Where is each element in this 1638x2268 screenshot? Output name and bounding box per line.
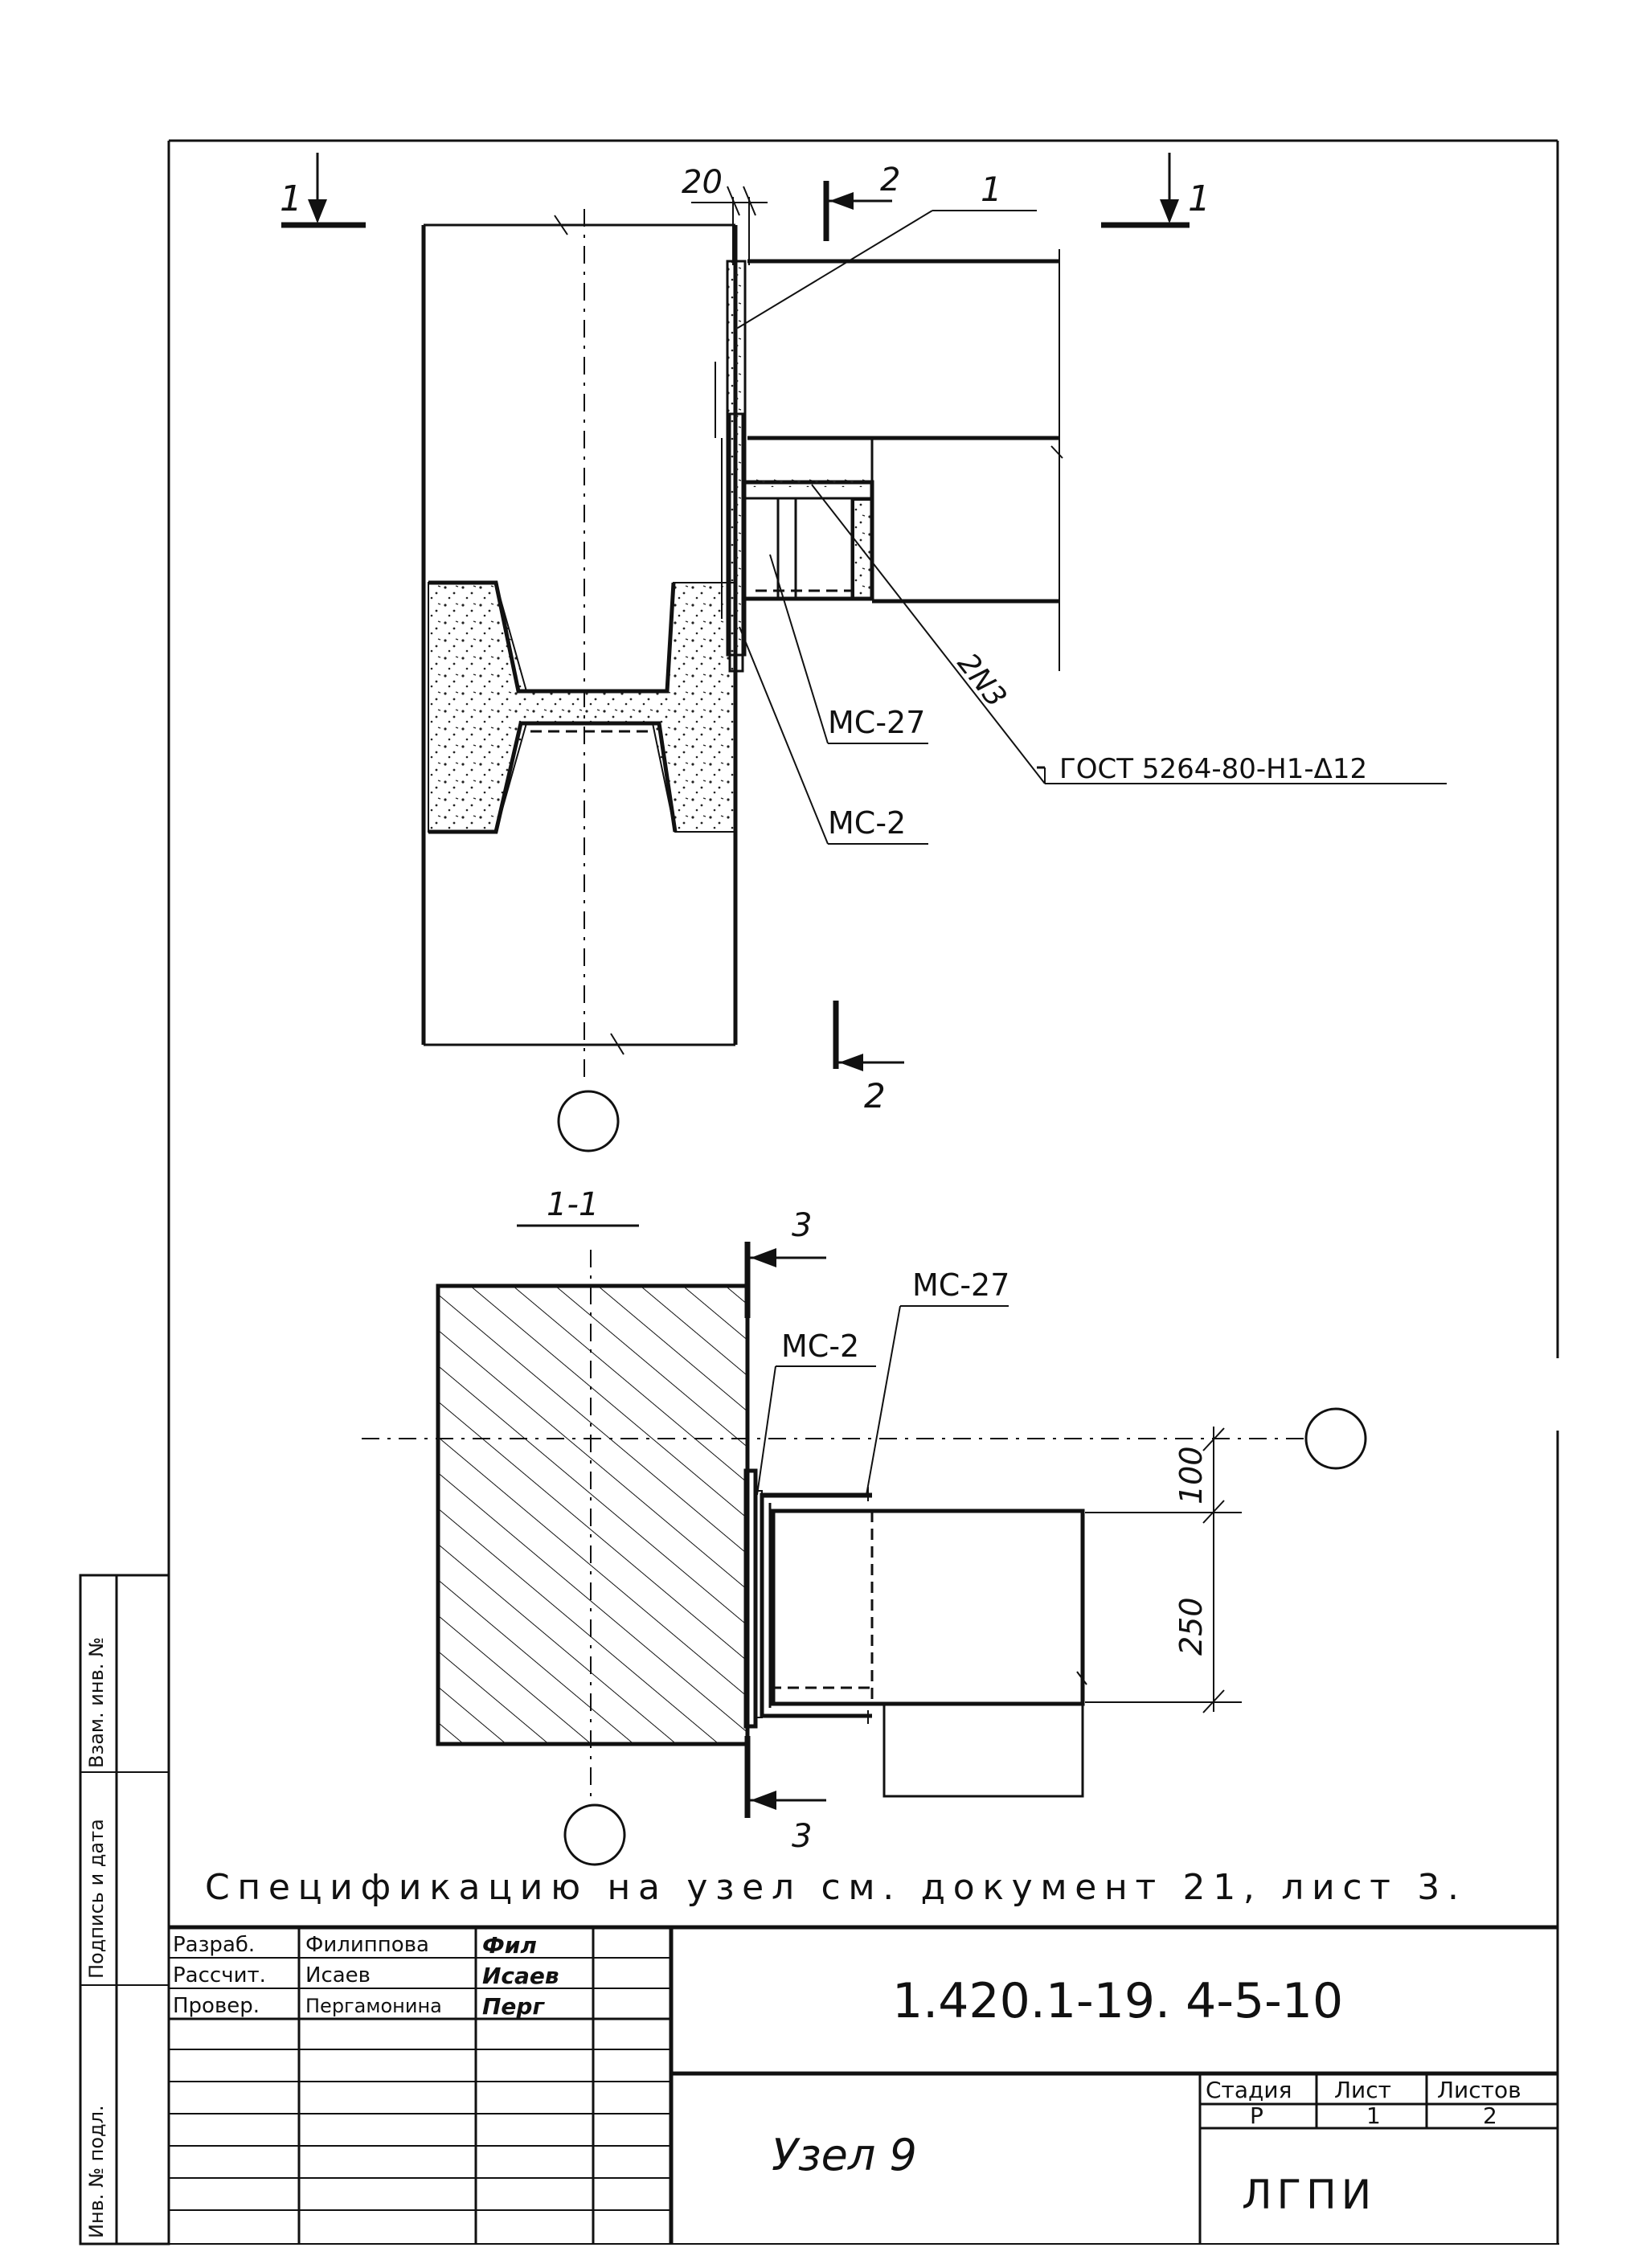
- drawing-name: Узел 9: [772, 2130, 917, 2180]
- header-sheets: Листов: [1437, 2077, 1521, 2103]
- callout-ms2-section: МС-2: [781, 1328, 859, 1364]
- name-calculator: Исаев: [305, 1963, 371, 1988]
- section-channel: [760, 1487, 872, 1724]
- section-mark-1-left-number: 1: [280, 178, 302, 219]
- side-stamp: Взам. инв. № Подпись и дата Инв. № подл.: [79, 1574, 170, 2245]
- title-block: Разраб. Филиппова Фил Рассчит. Исаев Иса…: [169, 1925, 1558, 2244]
- role-developer: Разраб.: [173, 1933, 255, 1957]
- support-bracket: [741, 479, 874, 601]
- value-sheet: 1: [1366, 2102, 1381, 2129]
- cut-mark-2-bottom: 2: [833, 1001, 904, 1116]
- name-developer: Филиппова: [305, 1933, 429, 1957]
- signature-developer: Фил: [482, 1932, 537, 1959]
- organization-name: ЛГПИ: [1242, 2172, 1376, 2218]
- embedded-plate-strip: [715, 260, 747, 673]
- side-stamp-field-replaced-inv: Взам. инв. №: [85, 1637, 108, 1768]
- specification-note: Спецификацию на узел см. документ 21, ли…: [205, 1867, 1459, 1908]
- cut-mark-2-top-number: 2: [880, 162, 900, 199]
- section-beam: [771, 1509, 1087, 1798]
- signature-calculator: Исаев: [482, 1963, 559, 1989]
- dimension-20: 20: [682, 164, 768, 265]
- section-mark-1-left: 1: [280, 153, 366, 228]
- plan-view: 1 1 2 20: [280, 153, 1447, 1152]
- section-mark-1-right-number: 1: [1188, 178, 1210, 219]
- section-title: 1-1: [547, 1186, 599, 1223]
- section-mark-1-right: 1: [1101, 153, 1210, 228]
- dimension-20-value: 20: [682, 164, 723, 201]
- section-dimensions: 100 250: [1085, 1427, 1242, 1713]
- section-axis-bubble-bottom: [563, 1803, 626, 1866]
- section-axis-bubble-right: [1304, 1407, 1367, 1470]
- callout-item-2n3: 2N3: [951, 647, 1013, 714]
- beam-outline: [747, 249, 1063, 671]
- cut-mark-3-top-number: 3: [792, 1207, 812, 1244]
- hatched-column-section: [436, 1283, 750, 1746]
- cut-mark-2-bottom-number: 2: [864, 1076, 886, 1116]
- cut-mark-3-top: 3: [744, 1207, 826, 1318]
- cut-mark-3-bottom-number: 3: [792, 1818, 812, 1855]
- side-stamp-field-original-inv: Инв. № подл.: [85, 2105, 108, 2238]
- cut-mark-2-top: 2: [823, 162, 900, 241]
- callout-ms27-section: МС-27: [912, 1267, 1009, 1303]
- document-code: 1.420.1-19. 4-5-10: [892, 1973, 1343, 2029]
- dimension-lower: 250: [1173, 1597, 1209, 1656]
- callout-ms27-plan: МС-27: [828, 705, 925, 740]
- plan-leaders: 1 ГОСТ 5264-80-Н1-Δ12 2N3 МС-27 МС-2: [737, 170, 1447, 845]
- callout-ms2-plan: МС-2: [828, 805, 906, 841]
- role-checker: Провер.: [173, 1994, 260, 2018]
- dimension-upper: 100: [1173, 1446, 1209, 1504]
- callout-weld-note: ГОСТ 5264-80-Н1-Δ12: [1059, 753, 1367, 785]
- concrete-joint-fill: [428, 580, 736, 834]
- header-sheet: Лист: [1334, 2077, 1391, 2103]
- name-checker: Пергамонина: [305, 1995, 442, 2017]
- section-leaders: МС-27 МС-2: [756, 1267, 1009, 1496]
- side-stamp-field-signature-date: Подпись и дата: [85, 1819, 108, 1979]
- signature-checker: Перг: [482, 1993, 545, 2020]
- role-calculator: Рассчит.: [173, 1963, 266, 1988]
- column-axis-bubble: [557, 1090, 620, 1152]
- callout-item-1: 1: [981, 170, 1002, 209]
- value-stage: Р: [1250, 2102, 1263, 2129]
- value-sheets: 2: [1483, 2102, 1497, 2129]
- header-stage: Стадия: [1206, 2077, 1292, 2103]
- cut-mark-3-bottom: 3: [744, 1736, 826, 1855]
- section-view: 1-1: [362, 1186, 1367, 1866]
